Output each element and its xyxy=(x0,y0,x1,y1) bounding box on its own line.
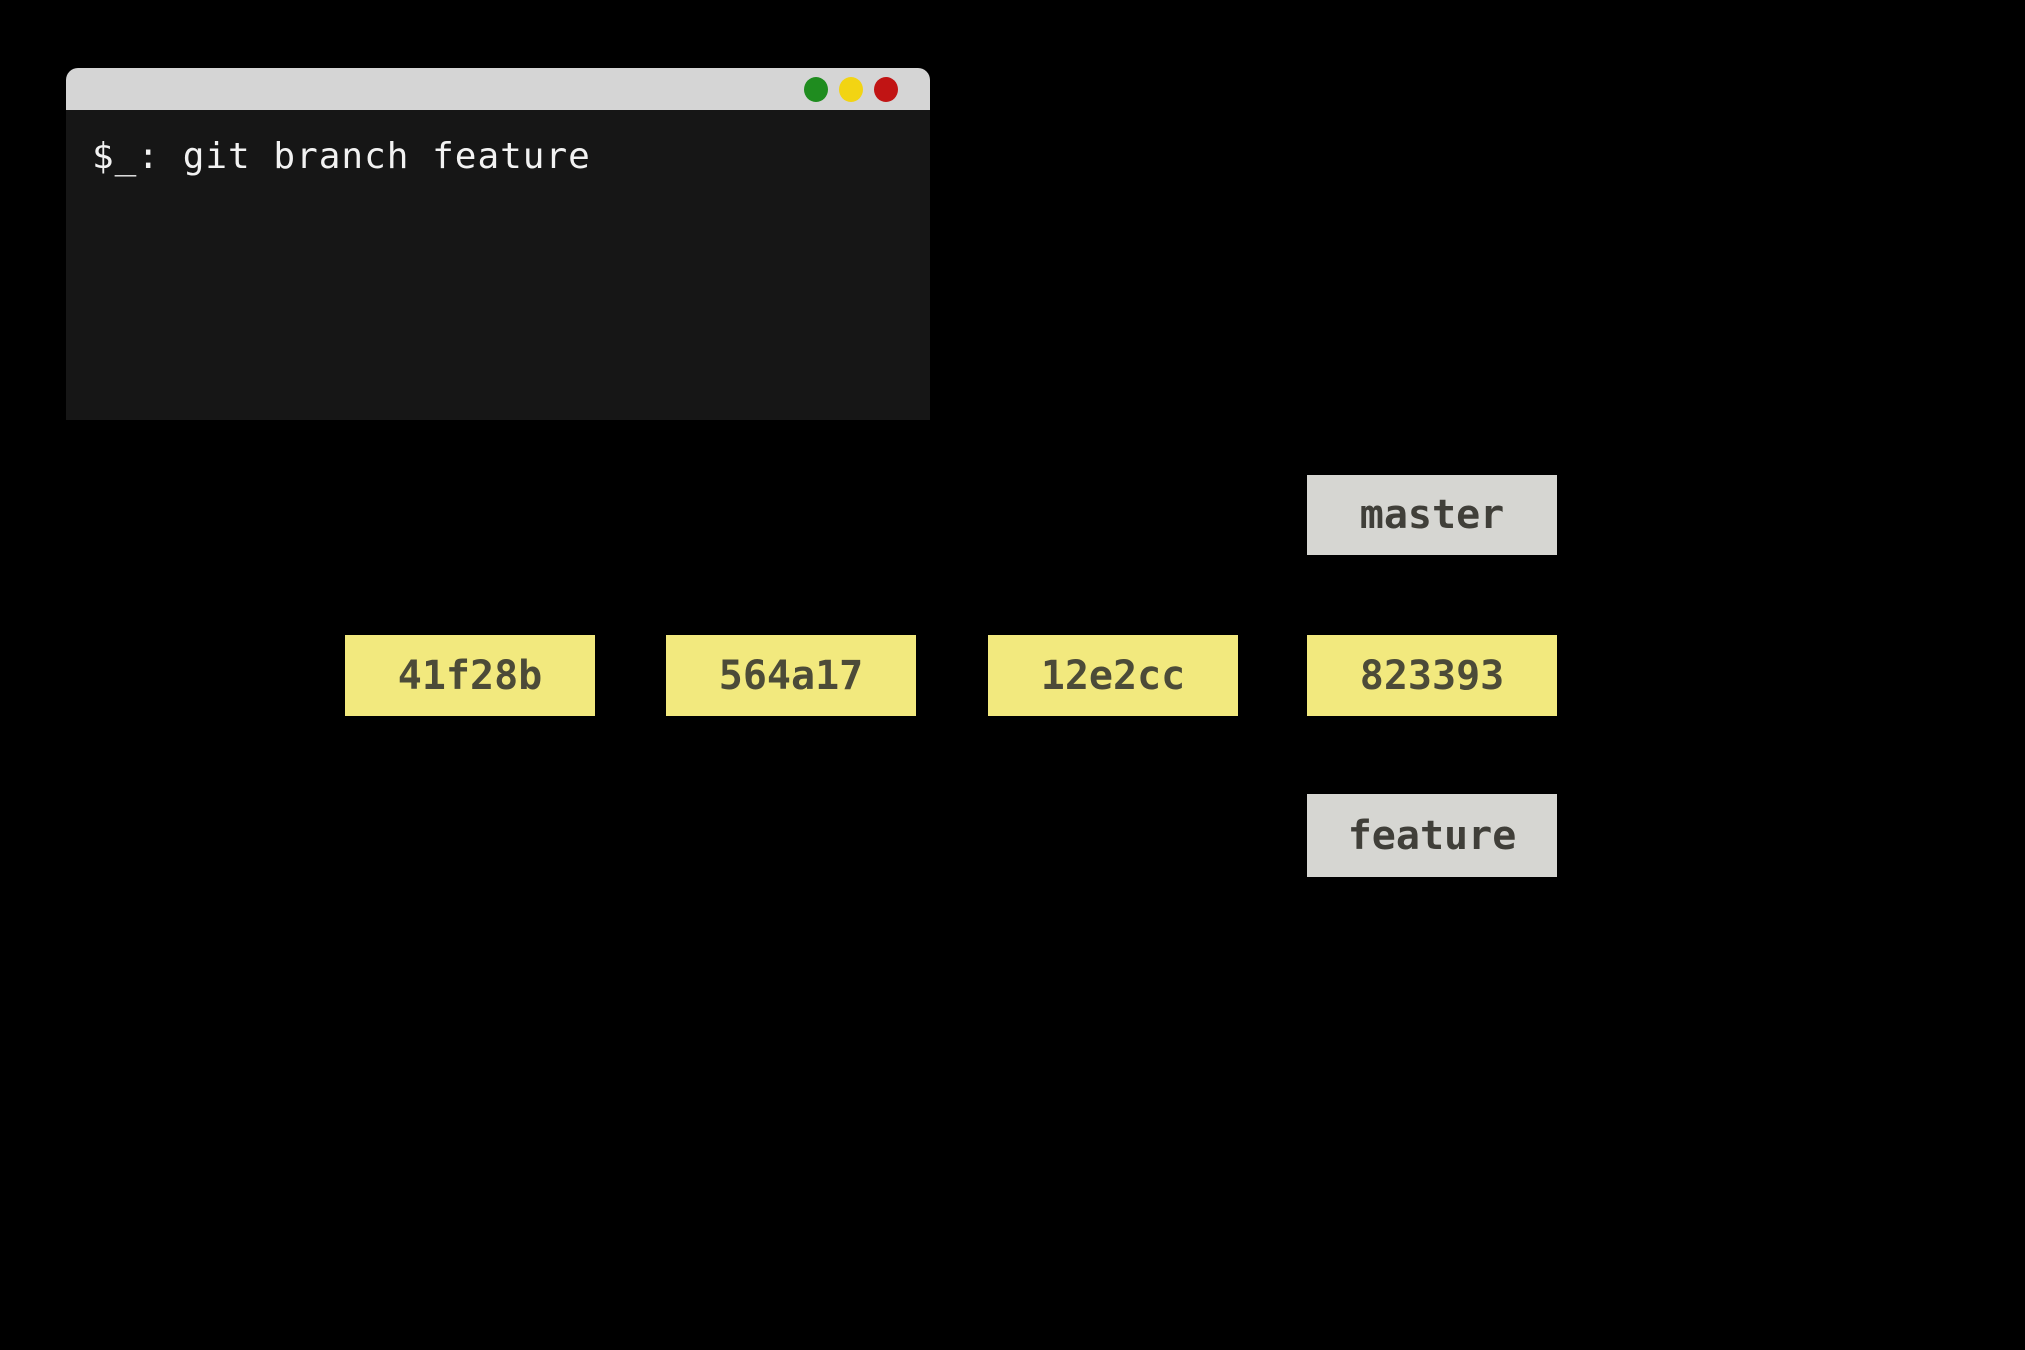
commit-node-3: 12e2cc xyxy=(988,635,1238,716)
terminal-window: $_: git branch feature xyxy=(66,68,930,420)
window-button-red-icon[interactable] xyxy=(874,76,898,102)
window-button-yellow-icon[interactable] xyxy=(839,76,863,102)
terminal-prompt-line: $_: git branch feature xyxy=(92,136,591,177)
commit-node-2: 564a17 xyxy=(666,635,916,716)
branch-label-feature: feature xyxy=(1307,794,1557,877)
commit-node-1: 41f28b xyxy=(345,635,595,716)
branch-label-master: master xyxy=(1307,475,1557,555)
window-button-green-icon[interactable] xyxy=(804,76,828,102)
terminal-body[interactable]: $_: git branch feature xyxy=(66,110,930,420)
terminal-titlebar[interactable] xyxy=(66,68,930,110)
commit-node-4: 823393 xyxy=(1307,635,1557,716)
